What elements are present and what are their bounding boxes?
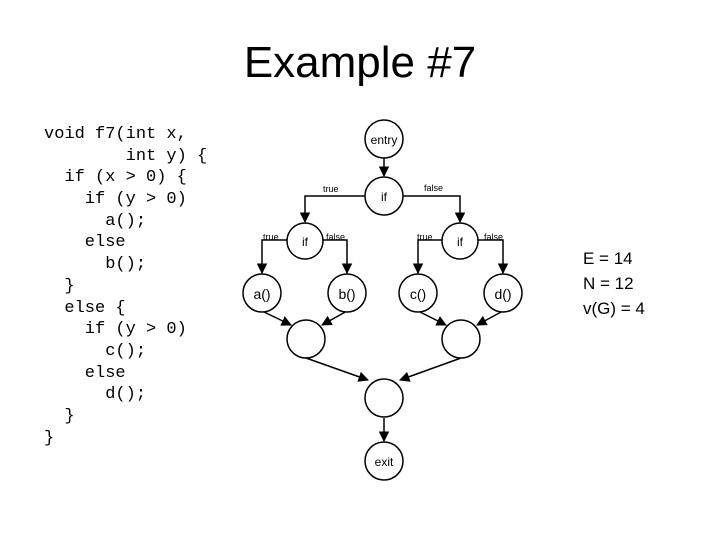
edge-d-to-join-right — [476, 310, 504, 326]
code-line: a(); — [44, 211, 147, 231]
nodes: entry if if if a() b() c() d() exit — [242, 119, 523, 481]
code-line: if (y > 0) — [44, 190, 187, 210]
node-a-label: a() — [253, 286, 270, 302]
edge-b-to-join-left — [321, 310, 348, 326]
edge-left-if-to-a — [256, 239, 288, 275]
edge-right-if-to-d — [477, 239, 509, 275]
code-line: int y) { — [44, 146, 208, 166]
node-if-right — [441, 222, 479, 260]
node-b-label: b() — [338, 286, 355, 302]
code-line: if (x > 0) { — [44, 168, 187, 188]
code-line: d(); — [44, 385, 147, 405]
edge-join-right-to-join-mid — [399, 357, 462, 382]
node-d-label: d() — [494, 286, 511, 302]
node-entry-label: entry — [371, 133, 398, 147]
edge-label-right-false: false — [484, 232, 503, 242]
code-line: if (y > 0) — [44, 320, 187, 340]
node-join-left — [286, 319, 326, 359]
edge-if-to-right-if — [403, 195, 466, 224]
code-line: } — [44, 406, 75, 426]
cyclomatic-complexity: v(G) = 4 — [583, 299, 645, 318]
node-d — [483, 273, 523, 313]
node-b — [327, 273, 367, 313]
code-line: } — [44, 276, 75, 296]
node-if-top-label: if — [381, 190, 388, 204]
code-line: b(); — [44, 255, 147, 275]
node-if-left — [286, 222, 324, 260]
node-c-label: c() — [410, 286, 426, 302]
code-line: else — [44, 233, 126, 253]
node-if-top — [364, 176, 404, 216]
edge-label-top-true: true — [323, 184, 339, 194]
edge-c-to-join-right — [417, 310, 447, 326]
node-a — [242, 273, 282, 313]
node-entry — [364, 119, 404, 159]
slide-title: Example #7 — [243, 38, 477, 87]
node-c — [398, 273, 438, 313]
edge-label-top-false: false — [424, 183, 443, 193]
code-line: else { — [44, 298, 126, 318]
code-listing: void f7(int x, int y) { if (x > 0) { if … — [44, 124, 207, 449]
edge-labels: true false true false true false — [263, 183, 503, 242]
node-if-left-label: if — [302, 235, 309, 249]
edge-count: E = 14 — [583, 249, 633, 268]
node-exit-label: exit — [375, 455, 394, 469]
edge-label-left-true: true — [263, 232, 279, 242]
edge-left-if-to-b — [322, 239, 353, 275]
edges — [256, 158, 509, 443]
node-if-right-label: if — [457, 235, 464, 249]
code-line: void f7(int x, — [44, 125, 187, 144]
code-line: c(); — [44, 341, 147, 361]
node-exit — [364, 441, 404, 481]
edge-label-left-false: false — [326, 232, 345, 242]
edge-right-if-to-c — [412, 239, 443, 275]
edge-if-to-left-if — [299, 195, 365, 224]
edge-join-left-to-join-mid — [305, 357, 369, 382]
code-line: } — [44, 428, 55, 448]
edge-a-to-join-left — [261, 310, 292, 326]
node-join-mid — [364, 378, 404, 418]
code-line: else — [44, 363, 126, 383]
complexity-stats: E = 14 N = 12 v(G) = 4 — [583, 246, 645, 321]
edge-label-right-true: true — [417, 232, 433, 242]
node-join-right — [441, 319, 481, 359]
node-count: N = 12 — [583, 274, 634, 293]
